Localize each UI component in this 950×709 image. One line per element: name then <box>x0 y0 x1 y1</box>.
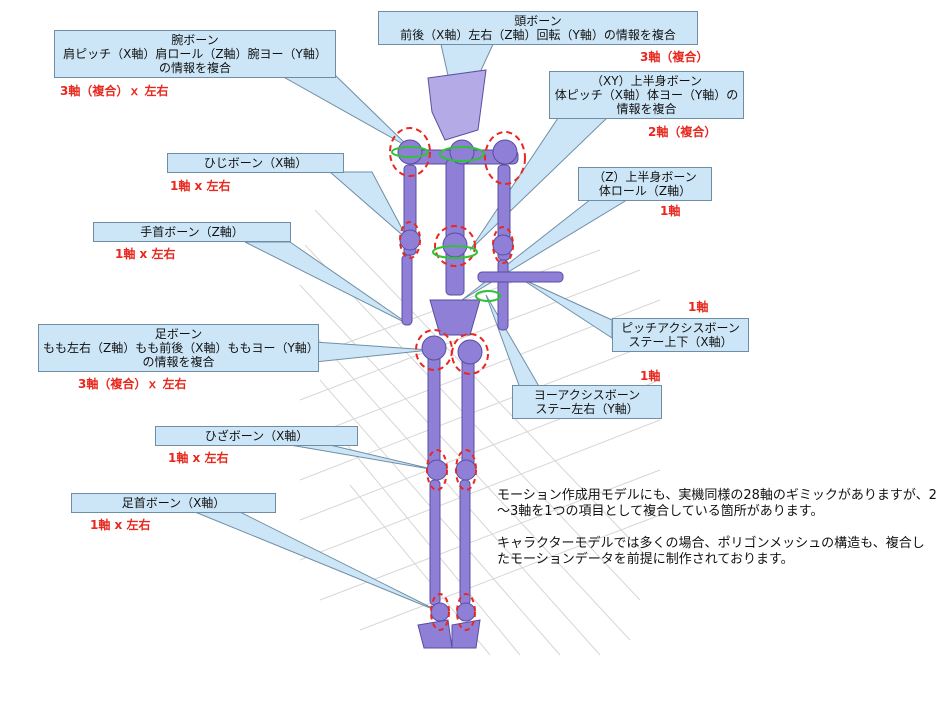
yaw-axis-bone-desc: ステー左右（Y軸） <box>535 402 639 416</box>
upper-body-xy-callout: （XY）上半身ボーン 体ピッチ（X軸）体ヨー（Y軸）の 情報を複合 <box>549 71 744 119</box>
arm-bone-title: 腕ボーン <box>171 33 219 47</box>
arm-bone-callout: 腕ボーン 肩ピッチ（X軸）肩ロール（Z軸）腕ヨー（Y軸） の情報を複合 <box>54 30 336 78</box>
upper-body-z-axis: 1軸 <box>660 204 681 218</box>
note-paragraph-2: キャラクターモデルでは多くの場合、ポリゴンメッシュの構造も、複合したモーションデ… <box>497 536 925 567</box>
arm-bone-desc-2: の情報を複合 <box>158 61 231 75</box>
wrist-bone-axis: 1軸 x 左右 <box>115 247 176 261</box>
wrist-bone-callout: 手首ボーン（Z軸） <box>93 222 291 242</box>
pitch-axis-bone-desc: ステー上下（X軸） <box>628 335 733 349</box>
wrist-bone-title: 手首ボーン（Z軸） <box>140 225 244 239</box>
head-bone-callout: 頭ボーン 前後（X軸）左右（Z軸）回転（Y軸）の情報を複合 <box>378 11 698 45</box>
robot-model <box>397 69 564 649</box>
leg-bone-axis: 3軸（複合）ｘ 左右 <box>78 377 187 391</box>
yaw-axis-bone-axis: 1軸 <box>640 369 661 383</box>
head-bone-desc: 前後（X軸）左右（Z軸）回転（Y軸）の情報を複合 <box>400 28 676 42</box>
leg-bone-desc-2: の情報を複合 <box>142 355 215 369</box>
head-bone-axis: 3軸（複合） <box>640 50 709 64</box>
rotation-rings <box>389 127 526 631</box>
head-bone-title: 頭ボーン <box>514 14 562 28</box>
upper-body-xy-title: （XY）上半身ボーン <box>591 74 702 88</box>
leg-bone-desc-1: もも左右（Z軸）もも前後（X軸）ももヨー（Y軸） <box>43 341 319 355</box>
upper-body-xy-desc-1: 体ピッチ（X軸）体ヨー（Y軸）の <box>554 88 739 102</box>
upper-body-z-callout: （Z）上半身ボーン 体ロール（Z軸） <box>578 167 712 201</box>
leg-bone-title: 足ボーン <box>154 327 203 341</box>
upper-body-z-desc: 体ロール（Z軸） <box>598 184 692 198</box>
pitch-axis-bone-axis: 1軸 <box>688 300 709 314</box>
knee-bone-callout: ひざボーン（X軸） <box>155 426 358 446</box>
knee-bone-title: ひざボーン（X軸） <box>204 429 309 443</box>
knee-bone-axis: 1軸 x 左右 <box>168 451 229 465</box>
arm-bone-axis: 3軸（複合）ｘ 左右 <box>60 84 169 98</box>
yaw-axis-bone-title: ヨーアクシスボーン <box>533 388 641 402</box>
note-paragraph-1: モーション作成用モデルにも、実機同様の28軸のギミックがありますが、2～3軸を1… <box>497 488 937 519</box>
upper-body-xy-desc-2: 情報を複合 <box>616 102 677 116</box>
arm-bone-desc-1: 肩ピッチ（X軸）肩ロール（Z軸）腕ヨー（Y軸） <box>63 47 327 61</box>
elbow-bone-callout: ひじボーン（X軸） <box>167 153 344 173</box>
explanation-note: モーション作成用モデルにも、実機同様の28軸のギミックがありますが、2～3軸を1… <box>497 488 937 584</box>
upper-body-z-title: （Z）上半身ボーン <box>593 170 697 184</box>
elbow-bone-axis: 1軸 x 左右 <box>170 179 231 193</box>
ankle-bone-axis: 1軸 x 左右 <box>90 518 151 532</box>
elbow-bone-title: ひじボーン（X軸） <box>203 156 308 170</box>
yaw-axis-bone-callout: ヨーアクシスボーン ステー左右（Y軸） <box>512 385 662 419</box>
upper-body-xy-axis: 2軸（複合） <box>648 125 717 139</box>
ankle-bone-title: 足首ボーン（X軸） <box>121 496 226 510</box>
leg-bone-callout: 足ボーン もも左右（Z軸）もも前後（X軸）ももヨー（Y軸） の情報を複合 <box>38 324 319 372</box>
pitch-axis-bone-callout: ピッチアクシスボーン ステー上下（X軸） <box>612 318 749 352</box>
pitch-axis-bone-title: ピッチアクシスボーン <box>621 321 740 335</box>
ankle-bone-callout: 足首ボーン（X軸） <box>71 493 276 513</box>
